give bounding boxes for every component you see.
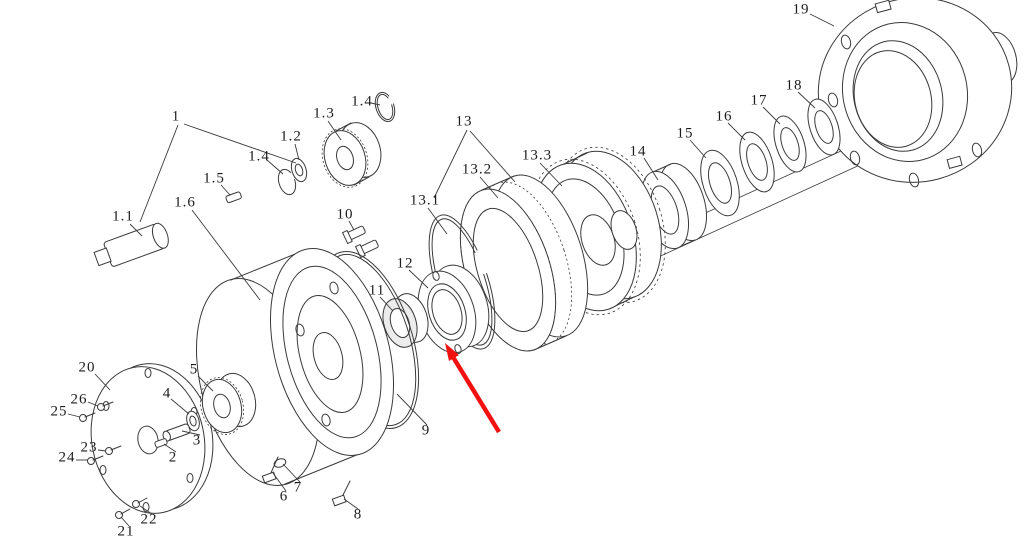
part-16-ring — [739, 131, 775, 193]
part-25-screw — [79, 412, 96, 422]
part-1-4-snap-ring-lower — [277, 168, 297, 196]
part-26-screw — [97, 401, 114, 411]
part-19-flange-housing — [817, 0, 1018, 188]
part-10-bolts — [341, 225, 379, 259]
leader-lines — [67, 13, 835, 527]
part-5-sun-gear — [199, 372, 257, 435]
part-22-screw — [132, 497, 148, 508]
part-17-ring — [773, 115, 807, 173]
highlight-arrow-shaft — [451, 355, 501, 434]
highlight-arrow-head — [445, 343, 459, 361]
part-1-3-planet-gear — [321, 122, 382, 188]
part-24-screw — [87, 455, 104, 465]
part-1-1-roller-pin — [93, 222, 169, 267]
part-4-washer — [186, 410, 200, 432]
part-15-ring — [700, 149, 740, 217]
part-2-pin — [154, 438, 168, 448]
part-1-6-drum-housing — [195, 248, 395, 486]
part-12-flanged-hub — [417, 264, 490, 354]
part-1-2-washer — [290, 157, 308, 183]
part-1-5-key — [225, 191, 242, 204]
part-21-screw — [115, 508, 131, 519]
part-18-ring — [807, 98, 841, 156]
part-1-4-snap-ring-upper — [374, 91, 396, 123]
part-8-bolt — [331, 480, 351, 507]
highlight-arrow — [445, 343, 501, 434]
